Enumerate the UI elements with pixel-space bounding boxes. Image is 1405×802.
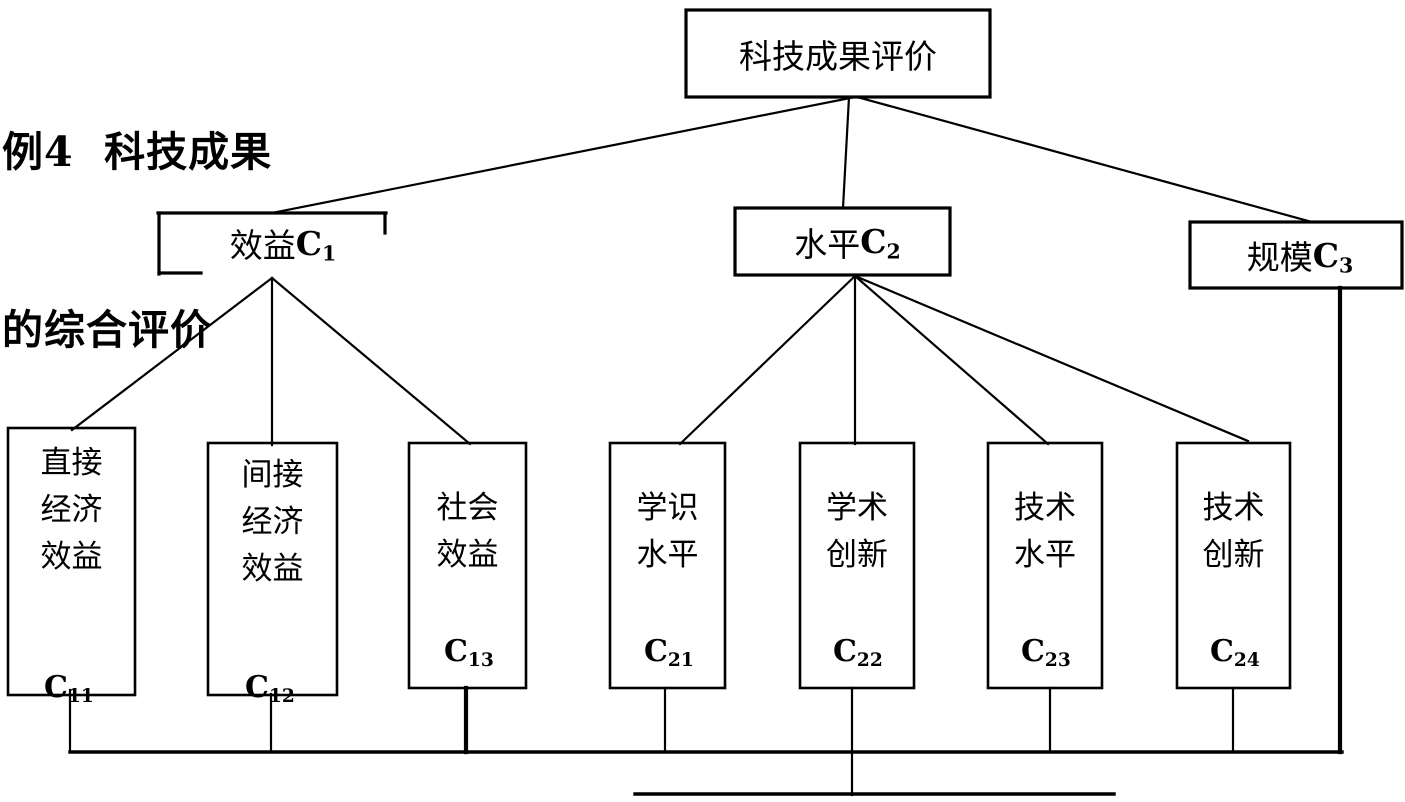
node-C21-code: C21 [644,634,694,672]
C11-line-1: 直接 [40,445,103,481]
box-C11 [6,426,137,697]
edge-C2-to-C24 [853,274,1250,443]
edge-C1-to-C11 [70,276,274,432]
C13-line-1: 社会 [436,490,499,526]
C1-cn: 效益 [229,226,296,265]
box-C1 [156,211,388,276]
page-title-line-1: 例4 科技成果 [2,127,273,176]
box-C23 [986,441,1104,690]
C22-line-1: 学术 [826,490,888,526]
C21-line-2: 水平 [636,537,699,574]
C22-line-2: 创新 [826,537,888,574]
root-text: 科技成果评价 [739,36,937,76]
C12-line-1: 间接 [241,457,304,493]
C3-cn: 规模 [1246,238,1313,277]
node-C24-code: C24 [1210,634,1260,672]
node-C22-label: 学术 创新 [800,485,914,579]
node-C12-label: 间接 经济 效益 [208,452,337,593]
edge-root-to-C2 [841,95,851,210]
box-C12 [206,441,339,697]
edge-root-to-C3 [855,95,1314,224]
edge-C1-to-C13 [270,276,472,446]
box-C3 [1188,220,1404,290]
node-C13-label: 社会 效益 [409,485,526,579]
edge-C2-to-C23 [853,274,1050,446]
page-title-line-2: 的综合评价 [2,306,212,355]
C24-line-2: 创新 [1202,537,1265,574]
C24-line-1: 技术 [1202,490,1265,526]
C11-line-3: 效益 [40,539,103,576]
C2-cn: 水平 [794,224,861,264]
C11-line-2: 经济 [40,492,103,529]
C21-line-1: 学识 [636,490,699,526]
C1-code: C1 [295,223,337,266]
box-C21 [608,441,727,690]
node-root-label: 科技成果评价 [686,10,990,97]
edge-C2-to-C21 [678,274,857,446]
edge-root-to-C1 [270,95,857,215]
page-title: 例4 科技成果 的综合评价 [2,4,402,480]
node-C24-label: 技术 创新 [1177,485,1290,579]
node-C13-code: C13 [444,634,494,672]
C13-line-2: 效益 [436,537,499,574]
C23-line-1: 技术 [1014,490,1076,526]
C2-code: C2 [860,222,901,264]
node-C11-label: 直接 经济 效益 [8,440,135,581]
node-C23-code: C23 [1021,634,1071,672]
node-C22-code: C22 [833,634,883,672]
C12-line-2: 经济 [241,504,304,541]
C12-line-3: 效益 [241,551,304,588]
box-root [684,8,992,99]
C3-code: C3 [1312,235,1354,278]
box-C2 [733,206,952,277]
C23-line-2: 水平 [1014,537,1076,574]
node-C21-label: 学识 水平 [610,485,725,579]
node-C11-code: C11 [44,670,94,708]
node-C12-code: C12 [245,670,295,708]
node-C23-label: 技术 水平 [988,485,1102,579]
box-C22 [798,441,916,690]
